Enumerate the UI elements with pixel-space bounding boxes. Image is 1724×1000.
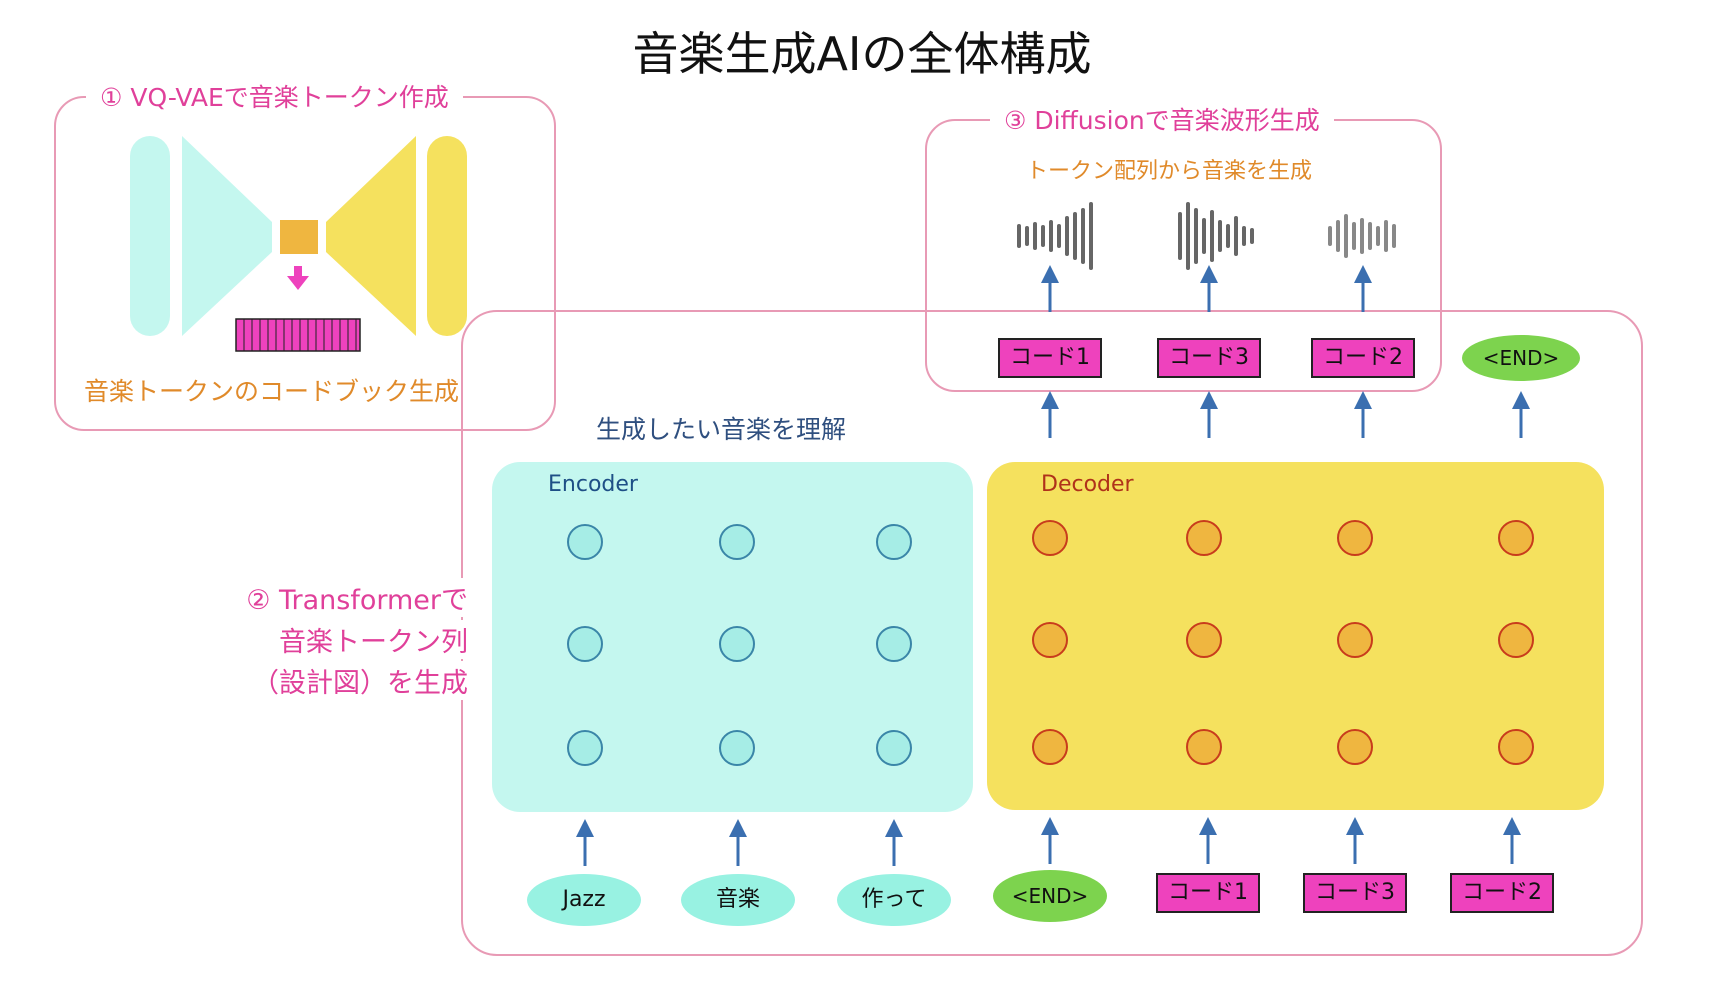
decoder-node [1498, 729, 1534, 765]
decoder-node [1186, 622, 1222, 658]
output-end: <END> [1462, 335, 1580, 381]
encoder-input: 作って [837, 874, 951, 926]
decoder-label: Decoder [1041, 472, 1134, 497]
decoder-node [1186, 520, 1222, 556]
decoder-node [1337, 520, 1373, 556]
vqvae-caption: 音楽トークンのコードブック生成 [84, 377, 460, 406]
encoder-node [876, 730, 912, 766]
vqvae-label: ① VQ-VAEで音楽トークン作成 [86, 78, 463, 114]
vqvae-output-bar [427, 136, 467, 336]
encoder-node [567, 524, 603, 560]
transformer-label-line3: （設計図）を生成 [252, 661, 468, 700]
waveform-icon [1178, 202, 1254, 270]
decoder-node [1032, 520, 1068, 556]
decoder-node [1337, 729, 1373, 765]
decoder-node [1337, 622, 1373, 658]
encoder-input: Jazz [527, 874, 641, 926]
decoder-input-code: コード3 [1303, 873, 1407, 913]
decoder-input-code: コード1 [1156, 873, 1260, 913]
transformer-label-line2: 音楽トークン列 [279, 620, 468, 659]
waveform-icon [1017, 202, 1093, 270]
down-arrow-icon [287, 266, 309, 290]
up-arrow-icon [1041, 265, 1372, 312]
diffusion-subtitle: トークン配列から音楽を生成 [1026, 159, 1313, 184]
vqvae-decoder-shape [326, 136, 416, 336]
encoder-node [876, 626, 912, 662]
encoder-node [719, 524, 755, 560]
encoder-node [719, 730, 755, 766]
up-arrow-icon [1041, 391, 1530, 438]
output-code: コード3 [1157, 338, 1261, 378]
encoder-input: 音楽 [681, 874, 795, 926]
understand-caption: 生成したい音楽を理解 [596, 415, 847, 444]
decoder-input-code: コード2 [1450, 873, 1554, 913]
transformer-label-line1: ② Transformerで [242, 578, 472, 617]
decoder-node [1032, 622, 1068, 658]
codebook-bar [235, 318, 361, 352]
decoder-node [1498, 520, 1534, 556]
encoder-node [567, 626, 603, 662]
decoder-node [1498, 622, 1534, 658]
waveform-icon [1328, 214, 1396, 258]
decoder-node [1186, 729, 1222, 765]
vqvae-latent-square [280, 220, 318, 254]
encoder-node [567, 730, 603, 766]
encoder-label: Encoder [548, 472, 638, 497]
encoder-node [719, 626, 755, 662]
vqvae-diagram [130, 136, 467, 352]
vqvae-input-bar [130, 136, 170, 336]
output-code: コード2 [1311, 338, 1415, 378]
encoder-node [876, 524, 912, 560]
output-code: コード1 [998, 338, 1102, 378]
decoder-input-end: <END> [993, 870, 1107, 922]
diagram-title: 音楽生成AIの全体構成 [632, 27, 1092, 81]
codebook-ticks [243, 319, 357, 351]
up-arrow-icon [576, 817, 1521, 866]
diffusion-label: ③ Diffusionで音楽波形生成 [990, 101, 1334, 137]
vqvae-encoder-shape [182, 136, 272, 336]
decoder-node [1032, 729, 1068, 765]
